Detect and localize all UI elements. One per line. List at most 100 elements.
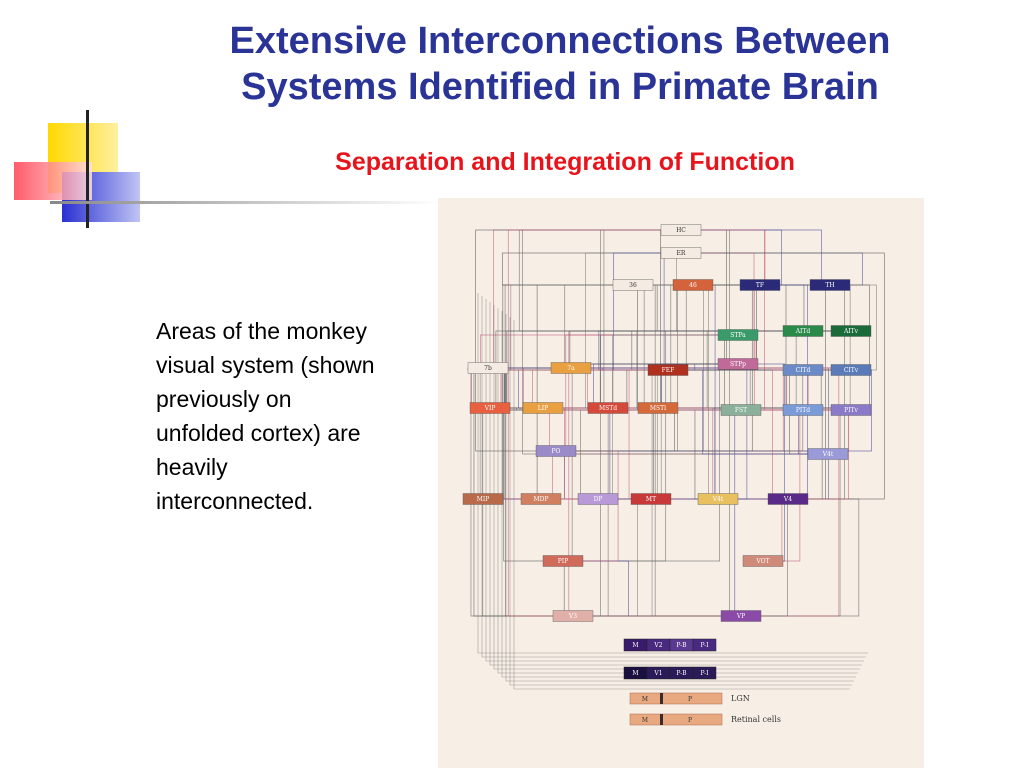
area-label: ER xyxy=(677,250,686,257)
area-box xyxy=(782,404,824,416)
area-label: 7b xyxy=(484,365,492,372)
area-node-vot: VOT xyxy=(742,555,784,567)
connection-line xyxy=(760,284,851,411)
connection-line xyxy=(564,284,738,365)
connection-line xyxy=(482,407,608,617)
title-line-1: Extensive Interconnections Between xyxy=(229,20,891,62)
area-box xyxy=(577,493,619,505)
area-label: HC xyxy=(676,227,686,234)
frame-line xyxy=(501,311,856,678)
area-label: AITv xyxy=(843,328,859,335)
area-label: TF xyxy=(756,282,764,289)
connection-line xyxy=(503,409,741,562)
frame-line xyxy=(505,314,854,682)
area-label: 46 xyxy=(689,282,697,289)
area-node-mstd: MSTd xyxy=(587,402,629,414)
connection-line xyxy=(663,252,738,365)
area-box xyxy=(830,404,872,416)
connection-line xyxy=(685,284,738,365)
area-box xyxy=(660,224,702,236)
area-node-th: TH xyxy=(809,279,851,291)
v1-row-cell-label: V1 xyxy=(653,670,662,677)
area-label: STPp xyxy=(730,361,746,368)
connection-line xyxy=(571,367,662,500)
connection-line xyxy=(668,284,757,371)
area-label: STPa xyxy=(730,332,746,339)
area-node-v3: V3 xyxy=(552,610,594,622)
area-label: AITd xyxy=(795,328,811,335)
area-node-lip: LIP xyxy=(522,402,564,414)
connection-line xyxy=(490,284,830,409)
area-node-hc: HC xyxy=(660,224,702,236)
area-node-sn: 7b xyxy=(467,362,509,374)
area-node-n1: 36 xyxy=(612,279,654,291)
v1-row-cell-label: P-I xyxy=(700,670,709,677)
retina-row-divider xyxy=(660,714,663,725)
connection-line xyxy=(651,409,803,500)
area-box xyxy=(830,364,872,376)
area-box xyxy=(535,445,577,457)
v1-row-cell-label: P-B xyxy=(676,670,687,677)
connection-line xyxy=(505,407,608,617)
connection-line xyxy=(628,369,851,500)
connection-line xyxy=(475,229,681,452)
lgn-row-cell-label: M xyxy=(642,696,648,703)
area-box xyxy=(550,362,592,374)
area-box xyxy=(807,448,849,460)
connection-line xyxy=(661,369,851,411)
area-label: TH xyxy=(825,282,834,289)
area-node-vip: VIP xyxy=(469,402,511,414)
connection-line xyxy=(738,363,785,562)
connection-line xyxy=(681,229,830,286)
connection-line xyxy=(480,334,738,369)
connection-line xyxy=(556,409,741,452)
area-box xyxy=(660,247,702,259)
area-label: FST xyxy=(735,407,747,414)
v2-row-cell-label: P-B xyxy=(676,642,687,649)
area-box xyxy=(720,610,762,622)
area-box xyxy=(739,279,781,291)
connection-line xyxy=(500,369,668,409)
lgn-row-bar xyxy=(629,692,723,705)
connection-line xyxy=(488,367,748,500)
frame-line xyxy=(497,308,858,674)
area-node-n7a: 7a xyxy=(550,362,592,374)
area-node-n2: 46 xyxy=(672,279,714,291)
area-node-v4a: V4t xyxy=(697,493,739,505)
connection-line xyxy=(483,284,826,500)
frame-line xyxy=(489,302,862,666)
area-node-v4t: V4t xyxy=(807,448,849,460)
frame-line xyxy=(509,317,852,686)
connection-line xyxy=(556,450,788,500)
area-node-mdp: MDP xyxy=(520,493,562,505)
area-box xyxy=(612,279,654,291)
area-box xyxy=(522,402,564,414)
area-node-tf: TF xyxy=(739,279,781,291)
area-label: MT xyxy=(646,496,656,503)
area-node-v4: V4 xyxy=(767,493,809,505)
lgn-row-cell-label: P xyxy=(688,696,692,703)
area-box xyxy=(672,279,714,291)
connection-line xyxy=(573,498,718,617)
area-node-stpp: STPp xyxy=(717,358,759,370)
area-label: VIP xyxy=(484,405,496,412)
connection-line xyxy=(488,367,658,409)
area-label: VP xyxy=(736,613,745,620)
connection-line xyxy=(556,334,738,452)
area-label: CITd xyxy=(796,367,811,374)
connection-line xyxy=(753,284,803,411)
area-box xyxy=(809,279,851,291)
connection-line xyxy=(556,450,619,562)
area-box xyxy=(630,493,672,505)
connection-line xyxy=(763,498,788,562)
area-label: MSTl xyxy=(650,405,666,412)
connection-line xyxy=(488,367,829,500)
area-box xyxy=(552,610,594,622)
area-node-aitv: AITv xyxy=(830,325,872,337)
v2-row-cell-label: P-I xyxy=(700,642,709,649)
area-box xyxy=(587,402,629,414)
area-label: 36 xyxy=(629,282,637,289)
area-label: CITv xyxy=(844,367,859,374)
